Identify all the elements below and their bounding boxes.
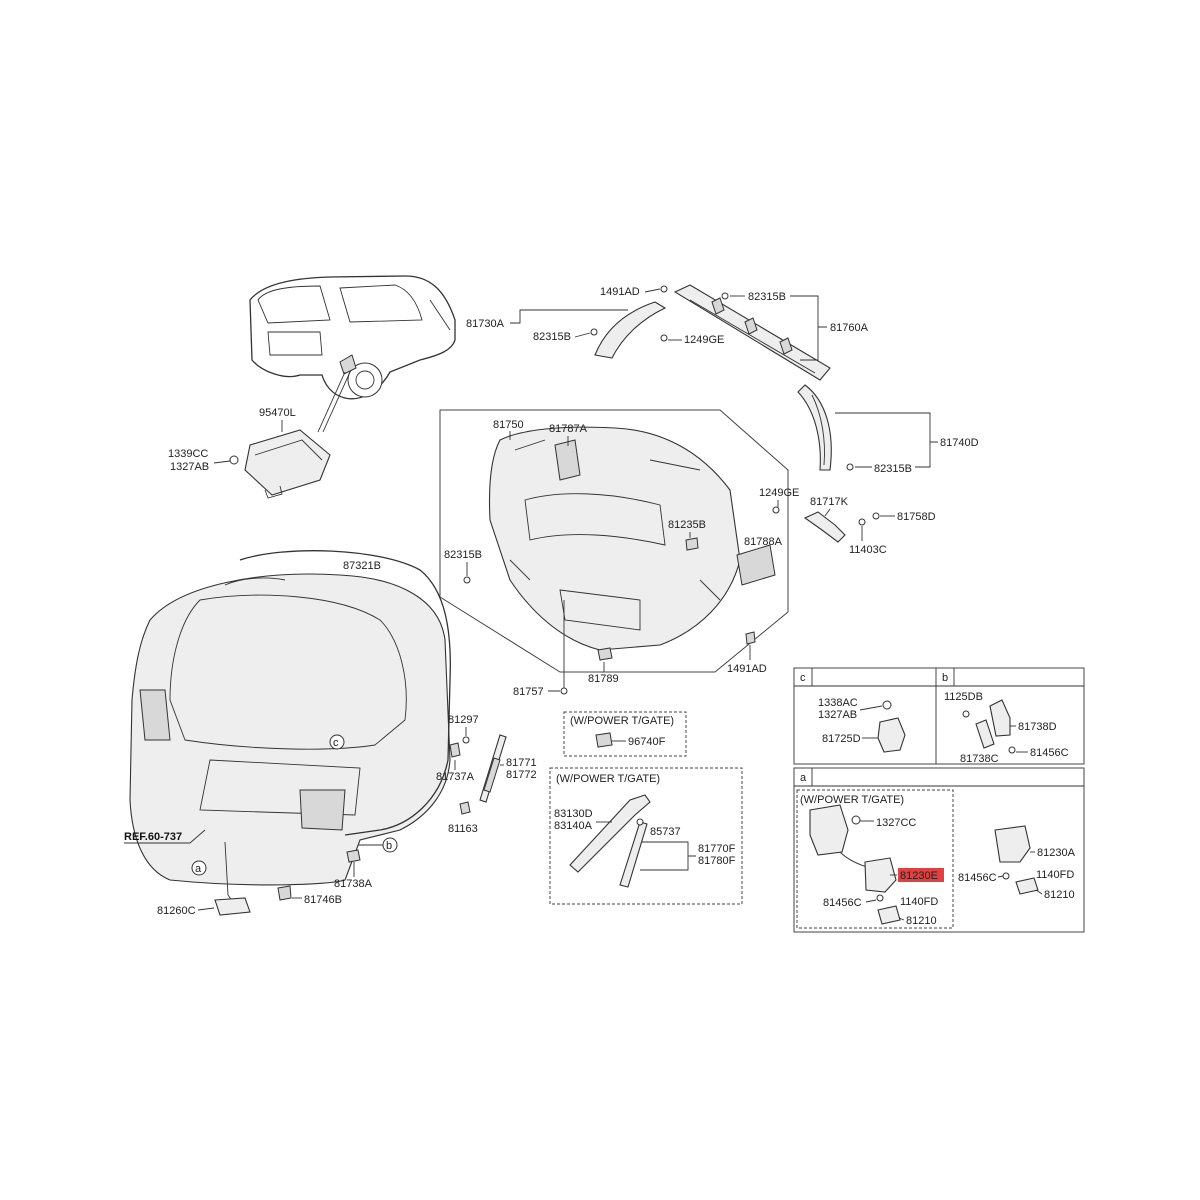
inner-panel-group-81750: [439, 409, 789, 673]
ref-label: REF.60-737: [124, 831, 182, 843]
label-1491ad-top: 1491AD: [600, 286, 640, 298]
panel-a-label: a: [800, 772, 807, 784]
power-tgate-strut-box: [549, 767, 743, 905]
label-83140a: 83140A: [554, 820, 593, 832]
label-a-81456c: 81456C: [823, 897, 862, 909]
label-1491ad-low: 1491AD: [727, 663, 767, 675]
callout-b-text: b: [386, 840, 392, 852]
switch-81260c: [214, 897, 251, 916]
power-tgate-label-1: (W/POWER T/GATE): [570, 715, 674, 727]
label-81772: 81772: [506, 769, 537, 781]
power-tgate-switch-box: [563, 711, 687, 757]
label-81297: 81297: [448, 714, 479, 726]
label-81717k: 81717K: [810, 496, 849, 508]
label-81235b: 81235B: [668, 519, 706, 531]
vehicle-thumbnail: [249, 275, 456, 433]
callout-c-tailgate: [329, 734, 345, 750]
label-81788a: 81788A: [744, 536, 783, 548]
label-a-1140fd-r: 1140FD: [1036, 869, 1074, 881]
gas-strut: [479, 734, 507, 803]
label-a-1327cc: 1327CC: [876, 817, 916, 829]
highlight-81230e: [898, 868, 944, 882]
label-a-81210: 81210: [906, 915, 937, 927]
label-a-1140fd: 1140FD: [900, 896, 938, 908]
panel-b-label: b: [942, 672, 948, 684]
side-trim-81740d: [797, 384, 832, 471]
label-81738a: 81738A: [334, 878, 373, 890]
label-96740f: 96740F: [628, 736, 666, 748]
label-b-81738c: 81738C: [960, 753, 999, 765]
ecu-module: [229, 429, 331, 499]
label-81780f: 81780F: [698, 855, 736, 867]
label-81787a: 81787A: [549, 423, 588, 435]
label-82315b-right: 82315B: [874, 463, 912, 475]
label-82315b-mid: 82315B: [444, 549, 482, 561]
label-82315b-top: 82315B: [748, 291, 786, 303]
label-a-81230e: 81230E: [900, 870, 938, 882]
label-81163: 81163: [448, 823, 478, 835]
label-a-81230a: 81230A: [1037, 847, 1076, 859]
label-83130d: 83130D: [554, 808, 593, 820]
label-81771: 81771: [506, 757, 537, 769]
label-81746b: 81746B: [304, 894, 342, 906]
label-85737: 85737: [650, 826, 681, 838]
label-1327ab-ecu: 1327AB: [170, 461, 209, 473]
callout-a-tailgate: [191, 860, 207, 876]
label-b-81738d: 81738D: [1018, 721, 1057, 733]
panel-c-label: c: [800, 672, 806, 684]
label-a-81210-r: 81210: [1044, 889, 1075, 901]
label-81740d: 81740D: [940, 437, 979, 449]
label-c-1327ab: 1327AB: [818, 709, 857, 721]
power-tgate-label-3: (W/POWER T/GATE): [800, 794, 904, 806]
label-a-81456c-r: 81456C: [958, 872, 997, 884]
seal-87321b: [239, 550, 451, 836]
label-81260c: 81260C: [157, 905, 196, 917]
label-81760a: 81760A: [830, 322, 869, 334]
label-c-81725d: 81725D: [822, 733, 861, 745]
detail-panel-a: [793, 767, 1085, 933]
label-c-1338ac: 1338AC: [818, 697, 858, 709]
label-82315b-left: 82315B: [533, 331, 571, 343]
label-95470l: 95470L: [259, 407, 296, 419]
label-11403c: 11403C: [849, 544, 887, 556]
callout-a-text: a: [195, 863, 202, 875]
tailgate: [129, 573, 451, 886]
label-87321b: 87321B: [343, 560, 381, 572]
callout-c-text: c: [333, 737, 339, 749]
upper-trim-81760a: [673, 284, 831, 381]
label-81757: 81757: [513, 686, 544, 698]
label-81730a: 81730A: [466, 318, 505, 330]
label-b-1125db: 1125DB: [944, 691, 983, 703]
handle-81717k: [803, 511, 880, 543]
detail-panel-c: [793, 667, 937, 765]
power-tgate-label-2: (W/POWER T/GATE): [556, 773, 660, 785]
label-81737a: 81737A: [436, 771, 475, 783]
label-1339cc: 1339CC: [168, 448, 208, 460]
label-b-81456c: 81456C: [1030, 747, 1069, 759]
side-trim-81730a: [594, 301, 667, 359]
label-81770f: 81770F: [698, 843, 736, 855]
label-1249ge-mid: 1249GE: [759, 487, 799, 499]
label-81758d: 81758D: [897, 511, 936, 523]
label-81789: 81789: [588, 673, 619, 685]
label-81750: 81750: [493, 419, 524, 431]
label-1249ge-top: 1249GE: [684, 334, 724, 346]
detail-panel-b: [935, 667, 1085, 765]
